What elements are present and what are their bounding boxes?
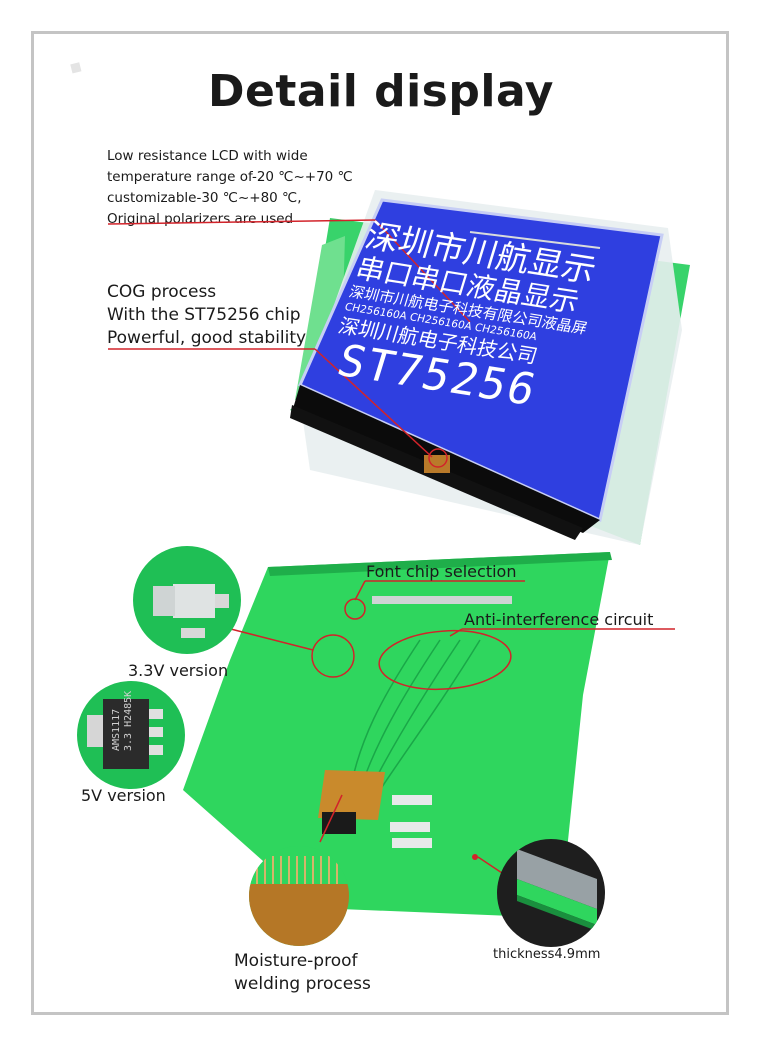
cog-line: Powerful, good stability [107,328,307,348]
lens-3v3-regulator [133,546,241,654]
moisture-line: Moisture-proof [234,951,358,971]
label-3v3: 3.3V version [128,661,229,680]
cog-line: With the ST75256 chip [107,305,301,325]
lens-welding [249,846,349,946]
lens-thickness [497,839,605,947]
cog-callout: COG process With the ST75256 chip Powerf… [107,281,306,350]
lens-5v-regulator: AMS1117 3.3 H2485K [77,681,185,789]
label-thickness: thickness4.9mm [493,947,601,962]
ams-chip-line: AMS1117 [111,708,122,751]
page-title: Detail display [208,66,554,117]
moisture-proof-callout: Moisture-proof welding process [234,950,371,996]
page-frame [31,31,729,1015]
cog-line: COG process [107,282,217,302]
lcd-spec-line: temperature range of-20 ℃~+70 ℃ [107,169,353,185]
moisture-line: welding process [234,974,371,994]
lcd-spec-callout: Low resistance LCD with wide temperature… [107,146,353,230]
lcd-spec-line: Low resistance LCD with wide [107,148,308,164]
label-anti-interference: Anti-interference circuit [464,610,654,629]
ams-chip-label: AMS1117 3.3 H2485K [111,691,135,751]
label-font-chip: Font chip selection [366,562,517,581]
label-5v: 5V version [81,786,166,805]
lcd-spec-line: customizable-30 ℃~+80 ℃, [107,190,302,206]
ams-chip-line: 3.3 H2485K [123,690,134,751]
